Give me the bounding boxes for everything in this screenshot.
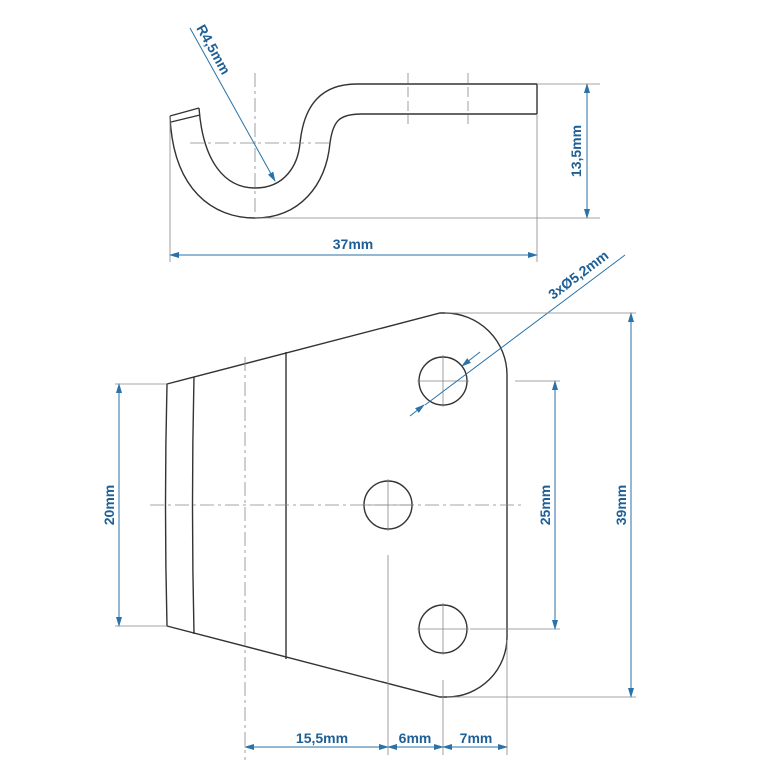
hook-end	[169, 84, 538, 123]
offset-1-label: 15,5mm	[296, 730, 348, 746]
hole-crosshairs	[362, 355, 469, 655]
height-extension-lines	[169, 83, 600, 262]
plate-outline	[164, 312, 508, 698]
hook-outer-contour	[169, 113, 537, 219]
plate-centerlines	[150, 357, 522, 760]
hole-hidden-lines	[407, 73, 469, 124]
left-width-label: 20mm	[101, 485, 117, 525]
hole-diameter-leader	[424, 254, 626, 406]
hole-diameter-label: 3xØ5,2mm	[545, 247, 611, 302]
radius-label: R4,5mm	[193, 22, 233, 77]
radius-leader	[189, 27, 276, 182]
side-view: R4,5mm 13,5mm 37mm	[169, 22, 600, 262]
extension-lines	[115, 312, 636, 755]
hook-inner-contour	[198, 83, 537, 189]
hook-centerline	[190, 73, 330, 212]
height-label: 13,5mm	[568, 125, 584, 177]
hole-diameter-arrow-2	[461, 351, 481, 367]
top-view: 3xØ5,2mm 20mm 25mm 39mm 15,5mm 6mm 7mm	[101, 247, 636, 760]
offset-3-label: 7mm	[460, 730, 493, 746]
total-height-label: 39mm	[613, 485, 629, 525]
length-label: 37mm	[333, 236, 373, 252]
offset-2-label: 6mm	[399, 730, 432, 746]
bend-lines	[191, 352, 287, 659]
hole-diameter-arrow-1	[409, 404, 425, 417]
hole-spacing-label: 25mm	[537, 485, 553, 525]
